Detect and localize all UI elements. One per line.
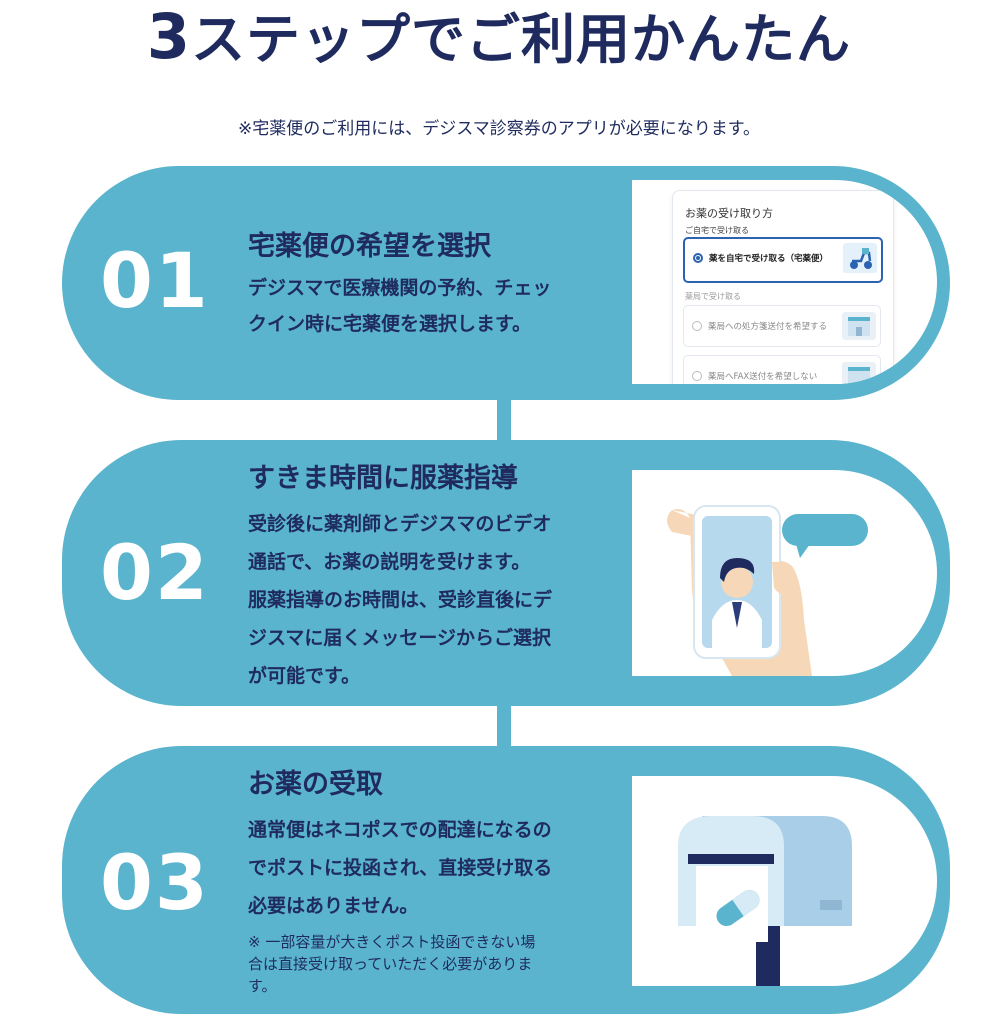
mailbox-icon bbox=[678, 816, 852, 986]
step-note-line: 合は直接受け取っていただく必要がありま bbox=[248, 955, 533, 973]
step-1-screenshot: お薬の受け取り方 ご自宅で受け取る 薬を自宅で受け取る（宅薬便） 薬局で受け取る bbox=[632, 180, 937, 384]
option-pharmacy-fax[interactable]: 薬局へFAX送付を希望しない bbox=[683, 355, 881, 384]
title-number: 3 bbox=[146, 0, 192, 73]
form-section-home: ご自宅で受け取る bbox=[685, 226, 749, 235]
step-2-illustration bbox=[632, 470, 937, 676]
step-line: クイン時に宅薬便を選択します。 bbox=[248, 313, 532, 335]
capsule-icon bbox=[716, 889, 760, 927]
step-line: でポストに投函され、直接受け取る bbox=[248, 857, 553, 879]
radio-selected-icon bbox=[693, 253, 703, 263]
connector-2-3 bbox=[497, 704, 511, 748]
radio-unselected-icon bbox=[692, 321, 702, 331]
step-card-3: 03 お薬の受取 通常便はネコポスでの配達になるの でポストに投函され、直接受け… bbox=[62, 746, 950, 1014]
receive-method-form: お薬の受け取り方 ご自宅で受け取る 薬を自宅で受け取る（宅薬便） 薬局で受け取る bbox=[672, 190, 894, 384]
step-line: 服薬指導のお時間は、受診直後にデ bbox=[248, 589, 553, 611]
option-home-delivery[interactable]: 薬を自宅で受け取る（宅薬便） bbox=[683, 237, 883, 283]
title-text: ステップでご利用かんたん bbox=[191, 8, 852, 71]
app-required-note: ※宅薬便のご利用には、デジスマ診察券のアプリが必要になります。 bbox=[237, 119, 761, 139]
form-section-pharmacy: 薬局で受け取る bbox=[685, 292, 741, 301]
step-number: 01 bbox=[100, 236, 210, 325]
step-note-line: ※ 一部容量が大きくポスト投函できない場 bbox=[248, 933, 536, 951]
step-number: 02 bbox=[100, 528, 210, 617]
step-line: が可能です。 bbox=[248, 665, 361, 687]
pharmacy-icon bbox=[842, 312, 876, 340]
step-title: すきま時間に服薬指導 bbox=[248, 463, 518, 494]
form-title: お薬の受け取り方 bbox=[685, 207, 773, 220]
step-card-1: 01 宅薬便の希望を選択 デジスマで医療機関の予約、チェッ クイン時に宅薬便を選… bbox=[62, 166, 950, 400]
step-card-2: 02 すきま時間に服薬指導 受診後に薬剤師とデジスマのビデオ 通話で、お薬の説明… bbox=[62, 440, 950, 706]
connector-1-2 bbox=[497, 398, 511, 442]
option-label: 薬局へFAX送付を希望しない bbox=[708, 372, 818, 382]
step-number: 03 bbox=[100, 838, 210, 927]
pharmacy-icon bbox=[842, 362, 876, 384]
step-3-illustration bbox=[632, 776, 937, 986]
step-line: 通話で、お薬の説明を受けます。 bbox=[248, 551, 531, 573]
step-title: お薬の受取 bbox=[248, 769, 383, 800]
page-title: 3ステップでご利用かんたん bbox=[0, 4, 998, 73]
step-line: デジスマで医療機関の予約、チェッ bbox=[248, 277, 552, 299]
option-label: 薬を自宅で受け取る（宅薬便） bbox=[709, 254, 829, 264]
step-line: 受診後に薬剤師とデジスマのビデオ bbox=[248, 513, 552, 535]
option-pharmacy-prescription[interactable]: 薬局への処方箋送付を希望する bbox=[683, 305, 881, 347]
scooter-icon bbox=[843, 243, 877, 273]
option-label: 薬局への処方箋送付を希望する bbox=[708, 322, 828, 332]
phone-video-call-icon bbox=[667, 505, 868, 676]
step-title: 宅薬便の希望を選択 bbox=[248, 231, 491, 262]
step-line: 必要はありません。 bbox=[248, 895, 419, 917]
step-line: ジスマに届くメッセージからご選択 bbox=[248, 627, 552, 649]
step-note-line: す。 bbox=[248, 977, 277, 995]
radio-unselected-icon bbox=[692, 371, 702, 381]
step-line: 通常便はネコポスでの配達になるの bbox=[248, 819, 552, 841]
